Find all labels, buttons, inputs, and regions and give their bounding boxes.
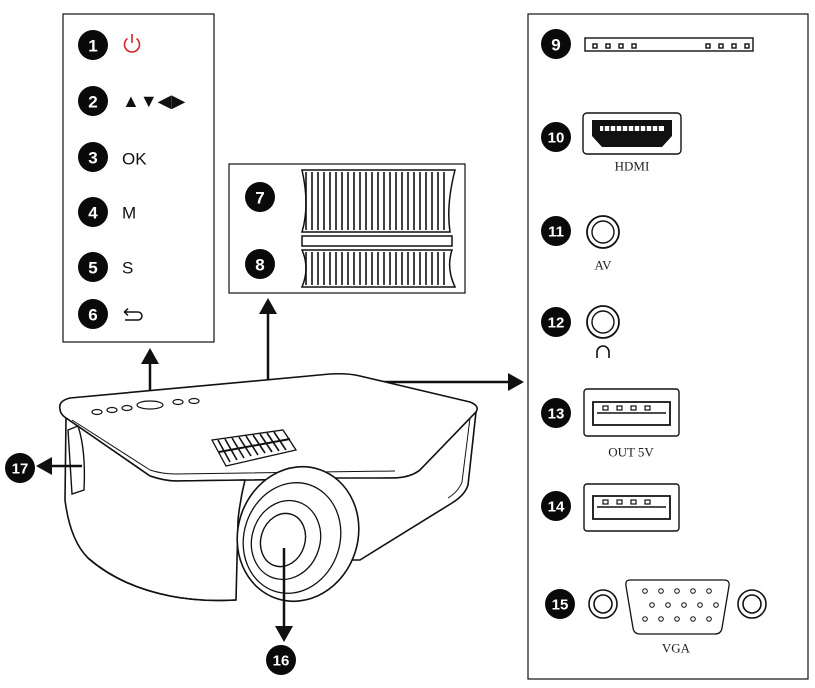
- keystone-wheel: [305, 252, 445, 285]
- badge-11-label: 11: [548, 224, 564, 241]
- arrow-keys-label: ▲▼◀▶: [122, 91, 185, 111]
- badge-9: [541, 29, 571, 59]
- focus-panel: 7 8: [228, 163, 466, 294]
- badge-17: [5, 453, 35, 483]
- badge-17-label: 17: [12, 461, 29, 478]
- side-arrow: [36, 457, 82, 475]
- badge-5-label: 5: [88, 259, 97, 278]
- headphone-jack: [586, 305, 620, 339]
- badge-8: [245, 249, 275, 279]
- vga-label: VGA: [662, 641, 691, 656]
- badge-4: [78, 197, 108, 227]
- usb-out-port: [583, 388, 680, 437]
- badge-10: [541, 122, 571, 152]
- ports-panel: 9 10 HDMI 11: [527, 13, 809, 680]
- badge-3: [78, 142, 108, 172]
- power-icon: [123, 34, 141, 53]
- projector-body: [58, 372, 478, 602]
- badge-15-label: 15: [552, 597, 569, 614]
- card-slot-port: [584, 37, 754, 52]
- ok-button-label: OK: [122, 150, 147, 169]
- ports-panel-arrow: [370, 373, 524, 391]
- badge-13: [541, 398, 571, 428]
- badge-6: [78, 299, 108, 329]
- badge-2: [78, 86, 108, 116]
- badge-2-label: 2: [88, 93, 97, 112]
- hdmi-label: HDMI: [615, 159, 650, 174]
- badge-12-label: 12: [548, 315, 565, 332]
- badge-3-label: 3: [88, 149, 97, 168]
- badge-12: [541, 307, 571, 337]
- badge-15: [545, 589, 575, 619]
- av-label: AV: [594, 258, 612, 273]
- badge-1: [78, 30, 108, 60]
- badge-1-label: 1: [88, 37, 97, 56]
- badge-14: [541, 491, 571, 521]
- av-jack: [586, 215, 620, 249]
- usb-port: [583, 483, 680, 532]
- body-focus-wheel: [210, 429, 298, 467]
- badge-16: [266, 645, 296, 675]
- badge-7: [245, 182, 275, 212]
- button-panel: 1 2 ▲▼◀▶ 3 OK 4 M 5 S 6: [62, 13, 215, 343]
- badge-6-label: 6: [88, 306, 97, 325]
- hdmi-port: [582, 112, 682, 155]
- badge-7-label: 7: [255, 189, 264, 208]
- side-ventilation: [67, 425, 86, 495]
- badge-14-label: 14: [548, 499, 565, 516]
- badge-13-label: 13: [548, 406, 565, 423]
- badge-8-label: 8: [255, 256, 264, 275]
- headphone-icon: [596, 345, 610, 358]
- badge-9-label: 9: [551, 36, 560, 55]
- body-control-buttons: [91, 397, 200, 416]
- badge-11: [541, 216, 571, 246]
- lens-arrow: [275, 548, 293, 642]
- source-button-label: S: [122, 259, 133, 278]
- badge-4-label: 4: [88, 204, 98, 223]
- usb-out-label: OUT 5V: [608, 445, 654, 460]
- badge-10-label: 10: [548, 130, 565, 147]
- lens: [236, 465, 360, 603]
- vga-port: [588, 579, 767, 635]
- badge-5: [78, 252, 108, 282]
- back-icon: [123, 307, 143, 321]
- badge-16-label: 16: [273, 653, 290, 670]
- menu-button-label: M: [122, 204, 136, 223]
- focus-wheel: [305, 172, 445, 230]
